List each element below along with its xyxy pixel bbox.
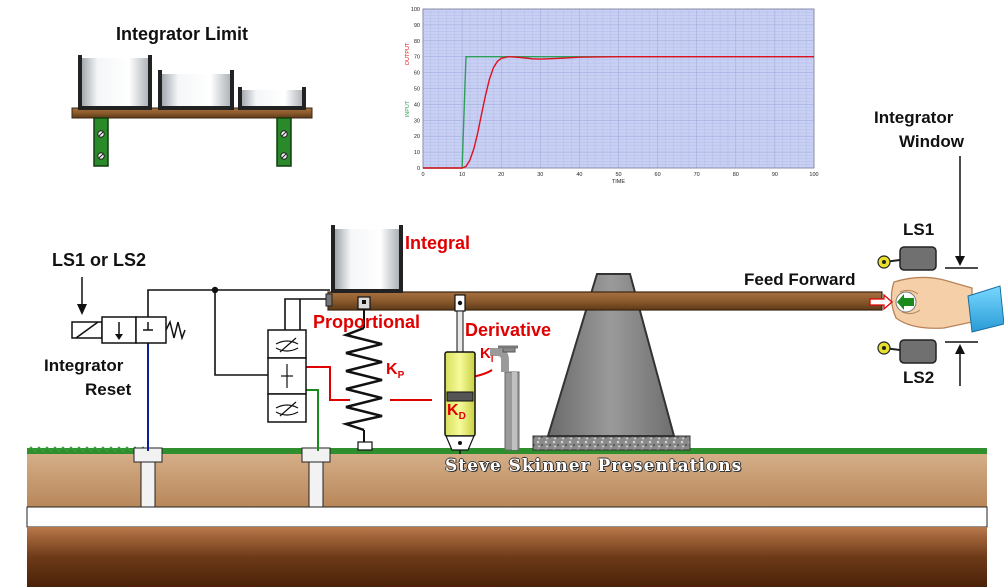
faucet-valve — [490, 345, 520, 451]
limit-bucket-small — [238, 87, 306, 110]
feed-forward-green-arrow — [897, 294, 914, 310]
flow-control-valve — [267, 329, 307, 423]
integrator-window-label-line1: Integrator — [874, 108, 954, 127]
integrator-window-label-line2: Window — [899, 132, 964, 151]
step-response-chart: 0 10 20 30 40 50 60 70 80 90 100 0 10 20 30 40 50 60 70 80 9… — [405, 7, 819, 185]
x-tick-label: 100 — [809, 172, 818, 178]
integrator-reset-label-line2: Reset — [85, 380, 132, 399]
kd-subscript: D — [458, 411, 466, 423]
y-tick-label: 10 — [414, 150, 420, 156]
ls2-label: LS2 — [903, 368, 935, 387]
limit-bracket-left — [93, 117, 109, 167]
kp-signal-line — [305, 366, 350, 401]
y-tick-label: 30 — [414, 118, 420, 124]
ls1-or-ls2-label: LS1 or LS2 — [52, 250, 147, 270]
y-axis-label-input: INPUT — [405, 100, 411, 117]
grass-strip — [27, 448, 987, 454]
fulcrum — [532, 273, 691, 451]
credit-text: Steve Skinner Presentations — [445, 456, 743, 476]
y-tick-label: 20 — [414, 134, 420, 140]
y-tick-label: 80 — [414, 39, 420, 45]
x-tick-label: 60 — [655, 172, 661, 178]
x-tick-label: 70 — [694, 172, 700, 178]
y-tick-label: 0 — [417, 166, 420, 172]
x-tick-label: 40 — [576, 172, 582, 178]
integral-bucket — [331, 225, 403, 293]
x-tick-label: 50 — [615, 172, 621, 178]
kp-subscript: P — [397, 370, 405, 382]
derivative-damper — [444, 294, 476, 454]
integrator-limit-title: Integrator Limit — [116, 24, 249, 44]
y-tick-label: 70 — [414, 55, 420, 61]
x-tick-label: 80 — [733, 172, 739, 178]
ls1-label: LS1 — [903, 220, 935, 239]
integrator-reset-valve — [71, 277, 186, 344]
integrator-limit-illustration — [71, 55, 313, 167]
x-axis-label: TIME — [612, 179, 625, 185]
integral-label: Integral — [405, 233, 471, 253]
limit-switch-ls1 — [877, 246, 937, 271]
gravel-base — [532, 435, 691, 451]
subsoil — [27, 527, 987, 587]
topsoil — [27, 451, 987, 507]
limit-bucket-medium — [158, 70, 234, 110]
chart-grid — [422, 8, 815, 169]
integrator-reset-label-line1: Integrator — [44, 356, 124, 375]
lever-beam — [327, 291, 883, 311]
proportional-label: Proportional — [313, 312, 420, 332]
feed-forward-red-arrow — [869, 293, 893, 311]
x-tick-label: 90 — [772, 172, 778, 178]
chart-ticks: 0 10 20 30 40 50 60 70 80 90 100 0 10 20 30 40 50 60 70 80 9… — [411, 7, 819, 178]
x-tick-label: 0 — [421, 172, 424, 178]
limit-bucket-large — [78, 55, 152, 110]
y-tick-label: 90 — [414, 23, 420, 29]
y-axis-label-output: OUTPUT — [405, 42, 411, 65]
integrator-window-markers — [945, 156, 978, 386]
limit-bracket-right — [276, 117, 292, 167]
kd-main: K — [447, 402, 459, 419]
ki-main: K — [480, 345, 491, 362]
feed-forward-hand — [869, 276, 1004, 333]
series-line-output — [423, 55, 814, 169]
kp-label: KP — [386, 361, 404, 381]
kp-main: K — [386, 361, 398, 378]
feed-forward-label: Feed Forward — [744, 270, 856, 289]
ki-subscript: I — [490, 354, 494, 364]
kd-label: KD — [447, 402, 466, 422]
x-tick-label: 30 — [537, 172, 543, 178]
white-pipe-band — [26, 506, 988, 528]
x-tick-label: 10 — [459, 172, 465, 178]
y-tick-label: 50 — [414, 87, 420, 93]
y-tick-label: 60 — [414, 71, 420, 77]
derivative-label: Derivative — [465, 320, 552, 340]
y-tick-label: 100 — [411, 7, 420, 13]
limit-switch-ls2 — [877, 339, 937, 364]
chart-series — [423, 55, 814, 169]
drain-line-green — [305, 389, 319, 451]
y-tick-label: 40 — [414, 102, 420, 108]
x-tick-label: 20 — [498, 172, 504, 178]
ki-label: KI — [480, 345, 493, 364]
reset-input-arrow — [77, 304, 87, 315]
ground — [26, 446, 988, 587]
proportional-spring — [341, 296, 383, 451]
